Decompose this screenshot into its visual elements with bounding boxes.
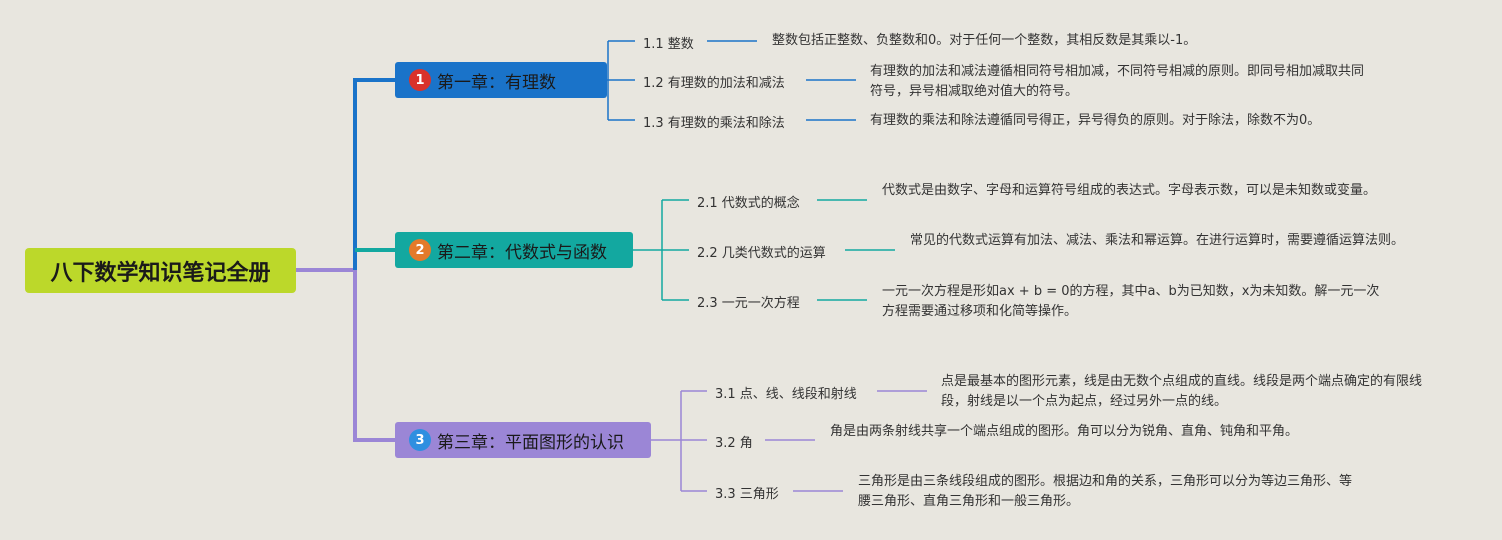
chapter-number-badge: 2: [409, 239, 431, 261]
section-title-3-2[interactable]: 3.2 角: [715, 436, 753, 451]
section-title-1-2[interactable]: 1.2 有理数的加法和减法: [643, 76, 785, 91]
chapter-node-1[interactable]: 1 第一章：有理数: [395, 62, 607, 98]
section-title-2-3[interactable]: 2.3 一元一次方程: [697, 296, 800, 311]
chapter-node-3[interactable]: 3 第三章：平面图形的认识: [395, 422, 651, 458]
section-desc-3-1: 点是最基本的图形元素，线是由无数个点组成的直线。线段是两个端点确定的有限线段，射…: [941, 374, 1423, 409]
section-title-2-2[interactable]: 2.2 几类代数式的运算: [697, 246, 826, 261]
root-title: 八下数学知识笔记全册: [50, 260, 271, 286]
chapter-node-2[interactable]: 2 第二章：代数式与函数: [395, 232, 633, 268]
section-desc-2-2: 常见的代数式运算有加法、减法、乘法和幂运算。在进行运算时，需要遵循运算法则。: [910, 233, 1405, 248]
root-node[interactable]: 八下数学知识笔记全册: [25, 248, 296, 293]
chapter-3-connector: [353, 270, 395, 442]
chapter-title: 第一章：有理数: [437, 72, 556, 93]
section-title-2-1[interactable]: 2.1 代数式的概念: [697, 196, 800, 211]
chapter-number-badge: 3: [409, 429, 431, 451]
section-title-1-1[interactable]: 1.1 整数: [643, 37, 694, 52]
section-desc-3-2: 角是由两条射线共享一个端点组成的图形。角可以分为锐角、直角、钝角和平角。: [830, 424, 1299, 439]
section-desc-2-3: 一元一次方程是形如ax + b = 0的方程，其中a、b为已知数，x为未知数。解…: [882, 284, 1380, 319]
chapter-1-connector: [353, 78, 395, 270]
chapter-title: 第三章：平面图形的认识: [437, 432, 624, 453]
section-desc-1-1: 整数包括正整数、负整数和0。对于任何一个整数，其相反数是其乘以-1。: [772, 33, 1197, 48]
chapter-title: 第二章：代数式与函数: [437, 242, 607, 263]
chapter-number-badge: 1: [409, 69, 431, 91]
section-title-1-3[interactable]: 1.3 有理数的乘法和除法: [643, 116, 785, 131]
section-desc-1-3: 有理数的乘法和除法遵循同号得正，异号得负的原则。对于除法，除数不为0。: [870, 113, 1321, 128]
section-title-3-3[interactable]: 3.3 三角形: [715, 487, 779, 502]
section-desc-1-2: 有理数的加法和减法遵循相同符号相加减，不同符号相减的原则。即同号相加减取共同符号…: [870, 64, 1365, 99]
section-desc-3-3: 三角形是由三条线段组成的图形。根据边和角的关系，三角形可以分为等边三角形、等腰三…: [858, 474, 1353, 509]
section-title-3-1[interactable]: 3.1 点、线、线段和射线: [715, 387, 857, 402]
section-desc-2-1: 代数式是由数字、字母和运算符号组成的表达式。字母表示数，可以是未知数或变量。: [882, 183, 1377, 198]
